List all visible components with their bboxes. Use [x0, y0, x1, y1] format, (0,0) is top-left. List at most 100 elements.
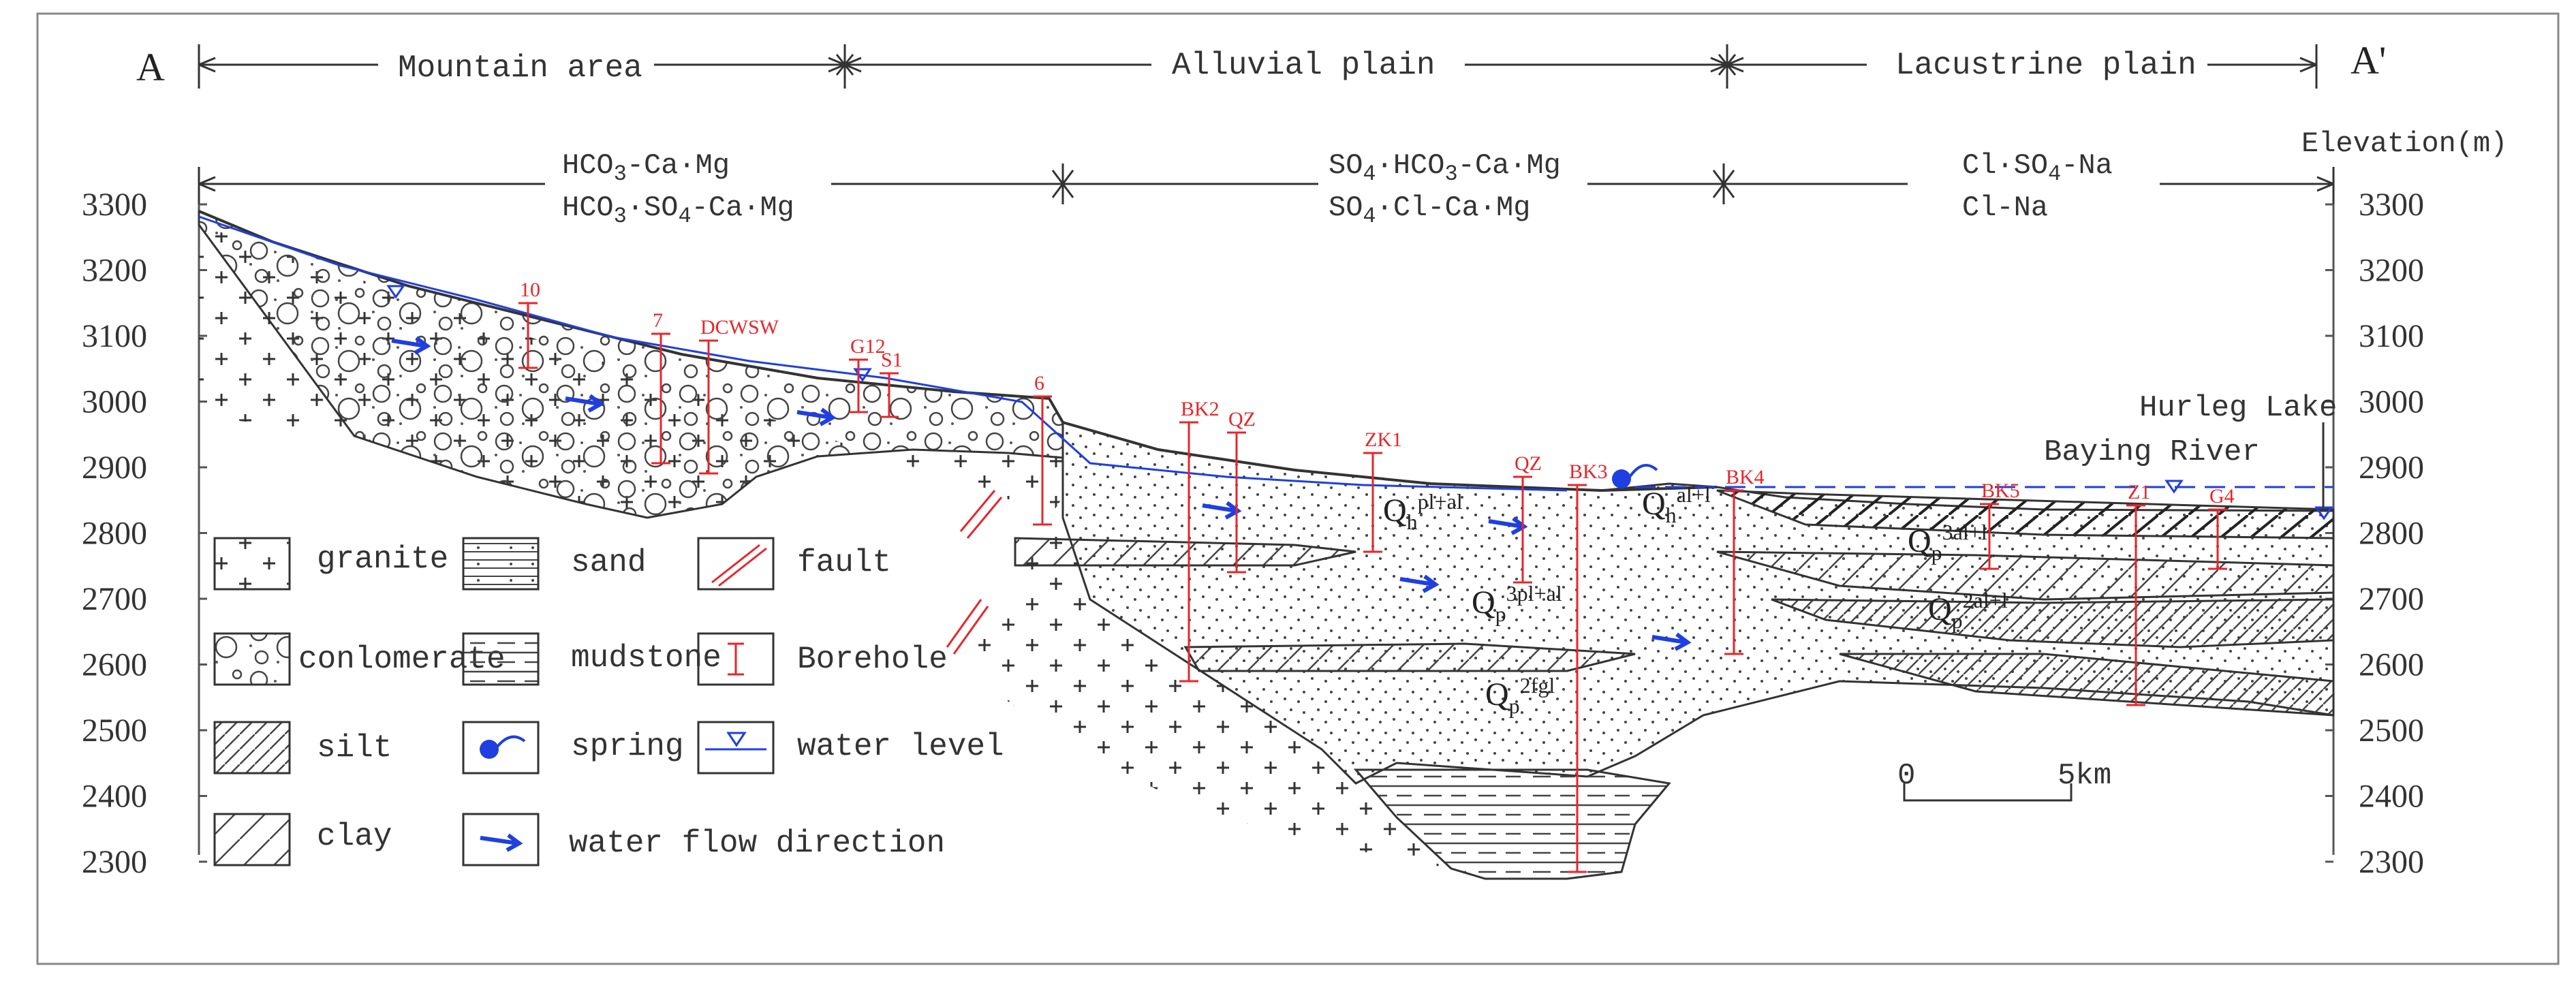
- borehole-label: QZ: [1515, 452, 1542, 475]
- flow-arrows: [391, 336, 1692, 651]
- borehole-label: BK4: [1726, 466, 1765, 488]
- silt-lens-2: [1839, 653, 2335, 717]
- legend-silt: silt: [317, 730, 392, 766]
- zone-alluvial-label: Alluvial plain: [1172, 48, 1435, 83]
- legend-clay: clay: [317, 819, 392, 854]
- borehole-label: G12: [850, 335, 886, 358]
- flow-arrow-icon: [1488, 516, 1528, 535]
- borehole: 7: [651, 309, 670, 465]
- fault-icon: [697, 537, 775, 591]
- borehole: Z1: [2126, 481, 2150, 706]
- hydro-lacustrine-line1: Cl·SO4-Na: [1962, 149, 2113, 187]
- river-label: Baying River: [2044, 435, 2260, 469]
- tick-label-right: 3100: [2359, 318, 2424, 354]
- borehole: QZ: [1227, 408, 1256, 574]
- clay-pattern-icon: [213, 813, 291, 866]
- silt-lens-1: [1771, 598, 2335, 648]
- flow-arrow-icon: [391, 336, 431, 355]
- tick-label-left: 2500: [82, 713, 147, 749]
- legend-granite: granite: [317, 542, 448, 577]
- tick-label-right: 2400: [2359, 779, 2424, 815]
- borehole: S1: [880, 349, 903, 418]
- start-label: A: [136, 45, 165, 89]
- borehole-label: 7: [653, 309, 663, 332]
- zone-mountain-label: Mountain area: [398, 50, 642, 86]
- tick-label-right: 3300: [2359, 187, 2424, 223]
- flow-arrow-icon: [462, 813, 540, 866]
- scale-end: 5km: [2058, 759, 2111, 793]
- mudstone-basin: [1353, 768, 1671, 880]
- tick-label-right: 2600: [2359, 647, 2424, 683]
- borehole: BK2: [1179, 398, 1220, 683]
- end-label: A': [2350, 38, 2386, 82]
- zone-lacustrine-label: Lacustrine plain: [1895, 48, 2197, 83]
- geology-section: [198, 209, 2335, 880]
- borehole-label: DCWSW: [700, 316, 779, 339]
- borehole-label: BK3: [1569, 460, 1608, 483]
- borehole: ZK1: [1363, 428, 1402, 553]
- borehole-label: QZ: [1228, 408, 1256, 431]
- borehole-label: 6: [1034, 372, 1044, 394]
- tick-label-left: 2800: [82, 516, 147, 552]
- hydro-mountain-line1: HCO3-Ca·Mg: [562, 149, 730, 187]
- unit-qh-pl-al: Qhpl+al: [1383, 489, 1463, 534]
- tick-label-left: 2400: [82, 779, 147, 815]
- hydro-type-row: [198, 163, 2335, 204]
- tick-label-left: 2700: [82, 581, 147, 617]
- flow-arrow-icon: [565, 394, 605, 413]
- unit-qp2-fgl: Qp2fgl: [1485, 673, 1555, 718]
- flow-arrow-icon: [1651, 632, 1692, 651]
- borehole-label: BK2: [1181, 398, 1220, 420]
- tick-label-left: 3200: [82, 253, 147, 289]
- unit-qp3-al-l: Qp3al+l: [1908, 520, 1987, 565]
- water-level-icon: [697, 721, 775, 775]
- granite-pattern-icon: [213, 537, 291, 591]
- flow-arrow-icon: [796, 407, 837, 426]
- lake-label: Hurleg Lake: [2139, 391, 2337, 425]
- unit-qh-al-l: Qhal+l: [1642, 482, 1711, 527]
- tick-label-left: 3300: [82, 187, 147, 223]
- elevation-axis-label: Elevation(m): [2301, 127, 2507, 160]
- tick-label-left: 2600: [82, 647, 147, 683]
- borehole: BK4: [1724, 466, 1765, 655]
- tick-label-right: 3200: [2359, 253, 2424, 289]
- legend-fault: fault: [797, 545, 891, 580]
- hydro-alluvial-line2: SO4·Cl-Ca·Mg: [1329, 191, 1530, 229]
- clay-lens-2: [1183, 642, 1636, 672]
- flow-arrow-icon: [1202, 501, 1242, 520]
- ground-surface: [198, 210, 1718, 492]
- hydro-alluvial-line1: SO4·HCO3-Ca·Mg: [1329, 149, 1561, 187]
- zone-row: [198, 44, 2318, 89]
- clay-lens-4: [1716, 550, 2335, 601]
- figure-frame: [36, 12, 2560, 965]
- scale-bar: 0 5km: [1897, 759, 2111, 802]
- sand-pattern-icon: [462, 537, 540, 591]
- clay-lens-1: [1014, 537, 1356, 567]
- borehole-label: G4: [2209, 485, 2235, 507]
- legend-sand: sand: [571, 545, 646, 580]
- tick-label-left: 2900: [82, 450, 147, 486]
- water-level-line: [198, 215, 1568, 492]
- borehole-label: S1: [881, 349, 903, 371]
- spring-icon: [1612, 463, 1658, 488]
- tick-label-right: 3000: [2359, 384, 2424, 420]
- spring-legend-icon: [462, 721, 540, 775]
- borehole: 6: [1033, 372, 1052, 526]
- scale-start: 0: [1897, 759, 1915, 793]
- mudstone-pattern-icon: [462, 632, 540, 686]
- hydro-mountain-line2: HCO3·SO4-Ca·Mg: [562, 191, 794, 229]
- tick-label-right: 2500: [2359, 713, 2424, 749]
- tick-label-right: 2700: [2359, 581, 2424, 617]
- borehole-label: Z1: [2128, 481, 2150, 503]
- tick-label-left: 3000: [82, 384, 147, 420]
- tick-label-right: 2300: [2359, 844, 2424, 880]
- clay-lens-3: [1716, 489, 2335, 540]
- conglomerate-pattern-icon: [213, 632, 291, 686]
- legend: granite sand fault conlomerate mudstone …: [213, 537, 1004, 866]
- borehole: G4: [2208, 485, 2235, 570]
- unit-qp2-al-l: Qp2al+l: [1928, 588, 2008, 633]
- tick-label-left: 2300: [82, 844, 147, 880]
